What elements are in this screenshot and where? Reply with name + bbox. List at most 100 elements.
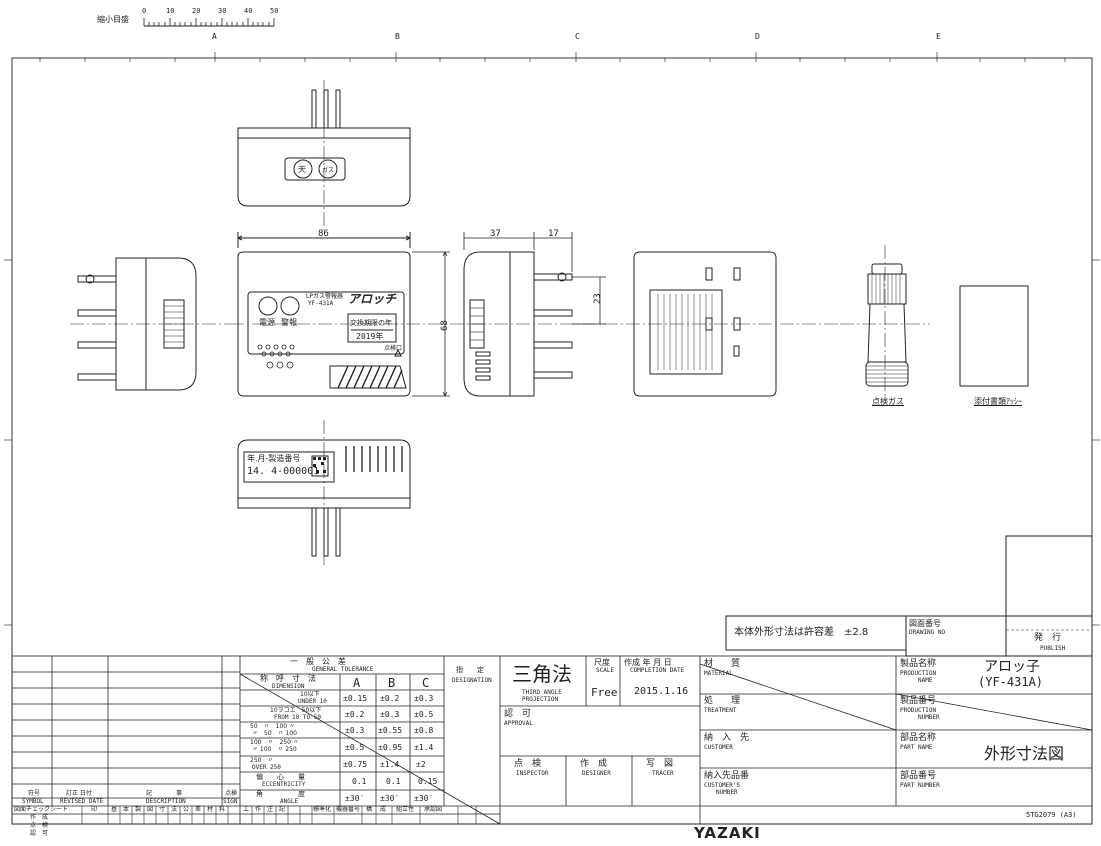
tol-row-a: ±0.75: [343, 760, 368, 769]
part-no-en: PART NUMBER: [900, 782, 940, 789]
inspector-en: INSPECTOR: [516, 770, 549, 777]
product-no-label: 製品番号: [900, 696, 937, 706]
check-item: 注: [267, 806, 274, 813]
material-label: 材 質: [704, 659, 741, 669]
product-name-en2: NAME: [918, 677, 933, 684]
customer-no-en1: CUSTOMER'S: [704, 782, 741, 789]
scale-tick: 20: [192, 7, 201, 15]
tol-row-a: ±0.5: [345, 743, 365, 752]
scale-tick: 40: [244, 7, 253, 15]
dim-height: 68: [440, 320, 450, 331]
part-no-label: 部品番号: [900, 771, 937, 781]
scale-title-en: SCALE: [596, 667, 615, 674]
stamp-label: 印: [91, 806, 98, 813]
projection-en1: THIRD ANGLE: [522, 689, 562, 696]
tol-row-b: ±0.55: [378, 726, 403, 735]
scale-value: Free: [591, 686, 618, 699]
front-model: YF-431A: [308, 300, 334, 307]
bottom-serial-label: 年.月-製造番号: [247, 454, 301, 463]
tol-row-b: ±0.3: [380, 710, 400, 719]
customer-en: CUSTOMER: [704, 744, 733, 751]
approval-en: APPROVAL: [504, 720, 533, 727]
projection-method: 三角法: [512, 662, 572, 686]
tol-row-a: ±0.15: [343, 694, 368, 703]
check-item: 本: [123, 806, 130, 813]
tol-row-c: ±0.3: [414, 694, 434, 703]
front-power-label: 電源: [259, 318, 275, 327]
scale-label: 縮小目盛: [97, 15, 129, 24]
check-item: 公: [183, 806, 190, 813]
accessory-docs-label: 添付書類ｱｯｼｰ: [974, 397, 1022, 406]
check-item: 工: [243, 806, 250, 813]
zone-label: A: [212, 32, 217, 41]
issue-en: PUBLISH: [1040, 645, 1066, 652]
tol-row-dim2: OVER 250: [252, 764, 281, 771]
revised-en: REVISED DATE: [60, 798, 104, 805]
approval-label: 認 可: [504, 709, 532, 719]
tol-row-dim1: 50 〃 100 〃: [250, 723, 295, 730]
reduction-scale: [143, 18, 275, 27]
zone-label: C: [575, 32, 580, 41]
dim-plug: 17: [548, 229, 559, 239]
tol-row-dim1: 10以下: [300, 691, 320, 698]
inspector-label: 点 検: [514, 759, 542, 769]
top-icon-ten: 天: [298, 165, 306, 174]
tol-row-b: ±30′: [380, 794, 400, 803]
tol-row-c: ±2: [416, 760, 426, 769]
zone-label: B: [395, 32, 400, 41]
symbol-en: SYMBOL: [22, 798, 44, 805]
tol-row-dim2: 〃 50 〃 100: [252, 730, 297, 737]
completion-en: COMPLETION DATE: [630, 667, 685, 674]
tol-row-c: ±0.8: [414, 726, 434, 735]
front-brand-logo: アロッチ: [348, 292, 397, 306]
check-item: 寸: [159, 806, 166, 813]
customer-no-en2: NUMBER: [716, 789, 738, 796]
part-name-value: 外形寸法図: [984, 744, 1065, 763]
tracer-label: 写 図: [646, 759, 674, 769]
tolerance-note: 本体外形寸法は許容差 ±2.8: [734, 627, 869, 638]
check-item: 料: [219, 806, 226, 813]
check-row-label: 点 検: [30, 822, 49, 829]
scale-tick: 30: [218, 7, 227, 15]
tol-row-dim1: 10ヲコエ 50以下: [270, 707, 322, 714]
nominal-dim: 称 呼 寸 法: [260, 674, 316, 683]
dim-width: 86: [318, 229, 329, 239]
customer-no-label: 納入先品番: [704, 771, 750, 781]
completion-label: 作成 年 月 日: [624, 658, 672, 667]
dim-depth: 37: [490, 229, 501, 239]
customer-label: 納 入 先: [704, 733, 750, 743]
designer-en: DESIGNER: [582, 770, 611, 777]
completion-date: 2015.1.16: [634, 686, 689, 697]
description-en: DESCRIPTION: [146, 798, 186, 805]
product-name-value: アロッ子: [984, 659, 1040, 675]
treatment-label: 処 理: [704, 696, 741, 706]
tol-row-dim2: UNDER 10: [298, 698, 327, 705]
symbol-label: 符号: [28, 790, 41, 797]
product-name-label: 製品名称: [900, 659, 937, 669]
front-alarm-label: 警報: [281, 318, 297, 327]
description-label: 記 事: [146, 790, 183, 797]
tol-row-c: ±30′: [414, 794, 434, 803]
front-inspect-label: 点検口: [384, 345, 403, 352]
material-en: MATERIAL: [704, 670, 733, 677]
designer-label: 作 成: [580, 759, 608, 769]
zone-label: D: [755, 32, 760, 41]
product-no-en2: NUMBER: [918, 714, 940, 721]
bottom-serial-value: 14. 4-000001: [247, 466, 320, 477]
tol-row-dim2: ANGLE: [280, 798, 299, 805]
check-item: 記: [279, 806, 286, 813]
drawing-no-en: DRAWING NO: [909, 629, 946, 636]
scale-title: 尺度: [594, 658, 610, 667]
general-tolerance-en: GENERAL TOLERANCE: [312, 666, 374, 673]
check-item: 製: [135, 806, 142, 813]
tol-row-a: ±0.3: [345, 726, 365, 735]
check-item: 基: [111, 806, 118, 813]
product-no-en1: PRODUCTION: [900, 707, 937, 714]
tol-row-c: ±0.5: [414, 710, 434, 719]
top-icon-gas: ガス: [322, 166, 334, 174]
check-item: 機器番号: [336, 806, 361, 813]
scale-tick: 10: [166, 7, 175, 15]
general-tolerance: 一 般 公 差: [290, 657, 346, 666]
accessory-gas-label: 点検ガス: [872, 397, 904, 406]
